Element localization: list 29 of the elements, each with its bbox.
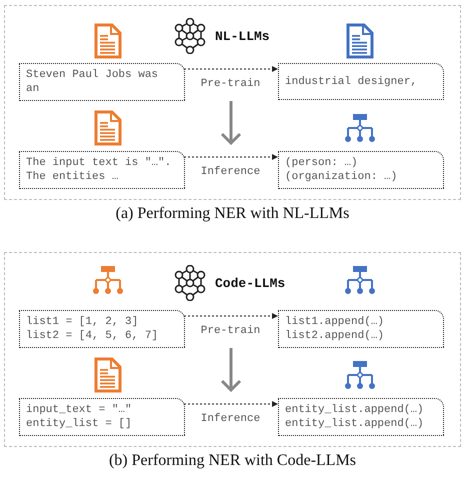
code-line: (organization: …) bbox=[285, 170, 398, 184]
dashed-arrow bbox=[184, 313, 278, 319]
code-line: list2.append(…) bbox=[285, 329, 386, 343]
code-line: input_text = "…" bbox=[26, 403, 133, 417]
model-name: Code-LLMs bbox=[215, 276, 286, 290]
text-box bbox=[278, 63, 444, 100]
code-line: entity_list = [] bbox=[26, 417, 133, 431]
code-line: entity_list.append(…) bbox=[285, 417, 425, 431]
dashed-arrow bbox=[184, 66, 278, 72]
text-box bbox=[278, 151, 444, 189]
panel-heading: (b) Performing NER with Code-LLMs bbox=[108, 452, 356, 469]
box-text: Steven Paul Jobs was an bbox=[26, 68, 160, 96]
text-box bbox=[19, 151, 185, 189]
code-line: list1.append(…) bbox=[285, 315, 386, 329]
code-line: list2 = [4, 5, 6, 7] bbox=[26, 329, 160, 343]
code-line: list1 = [1, 2, 3] bbox=[26, 315, 140, 329]
text-box bbox=[19, 310, 185, 348]
panel-heading: (a) Performing NER with NL-LLMs bbox=[116, 205, 350, 222]
box-text: The input text is "…". The entities … bbox=[26, 156, 172, 184]
text-box bbox=[278, 310, 444, 348]
code-line: entity_list.append(…) bbox=[285, 403, 425, 417]
model-name: NL-LLMs bbox=[215, 28, 270, 44]
dashed-arrow bbox=[184, 154, 278, 160]
text-box bbox=[278, 398, 444, 436]
text-box bbox=[19, 63, 185, 101]
text-box bbox=[19, 398, 185, 436]
box-text: industrial designer, bbox=[285, 74, 418, 88]
code-line: (person: …) bbox=[285, 156, 359, 170]
dashed-arrow bbox=[184, 401, 278, 407]
